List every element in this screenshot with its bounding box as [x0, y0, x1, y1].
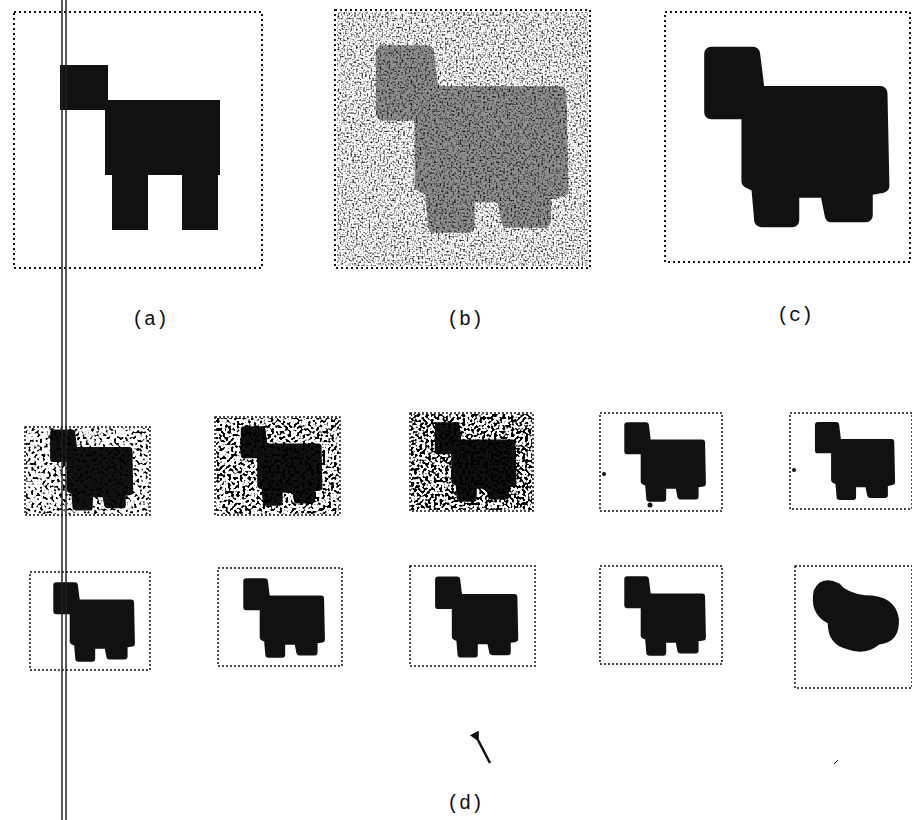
panel-label: (b): [447, 308, 483, 331]
panel-label: (d): [447, 792, 483, 815]
panel-label: (a): [132, 308, 168, 331]
panel-label: (c): [777, 304, 813, 327]
